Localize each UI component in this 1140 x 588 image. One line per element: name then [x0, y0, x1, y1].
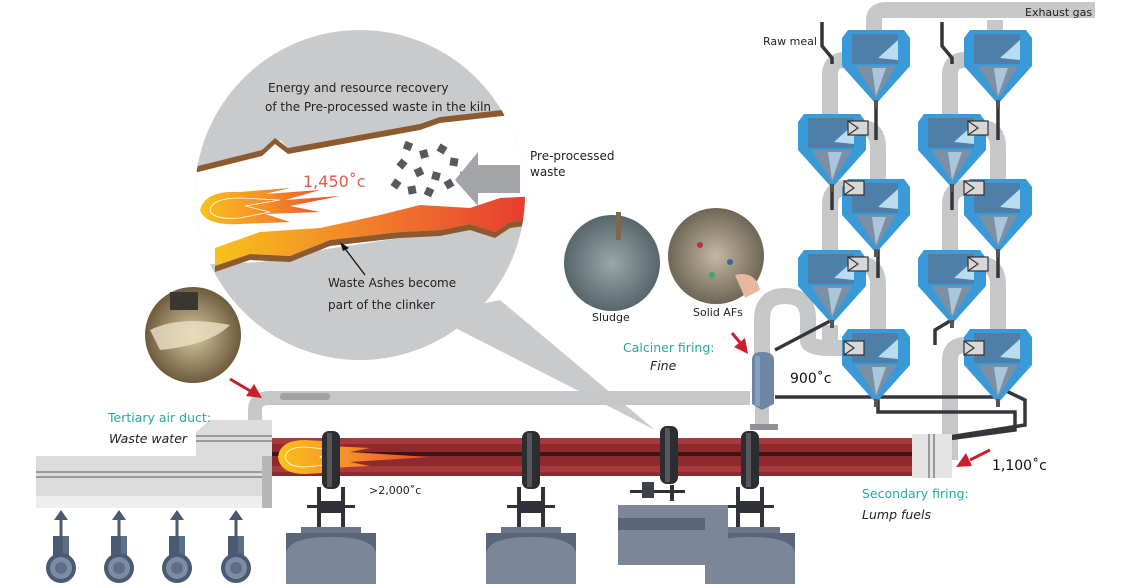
- kiln-supports: [286, 426, 795, 588]
- kiln-inlet-chamber: [912, 434, 952, 478]
- kiln-lining-bottom: [215, 218, 525, 272]
- calciner-firing-fuel: Fine: [650, 358, 677, 373]
- fan-icon: [46, 510, 76, 583]
- pre-processed-label-line2: waste: [530, 165, 566, 179]
- cyclone-stack-right: [918, 30, 1032, 407]
- annotation-arrow-icon: [340, 242, 349, 251]
- calciner-temperature: 900˚c: [790, 371, 832, 387]
- burner-lance: [280, 393, 330, 400]
- photo-label-solid-afs: Solid AFs: [693, 306, 743, 319]
- fan-icon: [104, 510, 134, 583]
- kiln-temperature-1450: 1,450˚c: [303, 172, 366, 191]
- arrow-calciner-icon: [730, 332, 748, 354]
- bubble-heading-line1: Energy and resource recovery: [268, 81, 449, 95]
- pre-processed-label-line1: Pre-processed: [530, 149, 615, 163]
- photo-sludge: [564, 212, 660, 311]
- tertiary-air-duct-title: Tertiary air duct:: [108, 410, 211, 425]
- preheater-ducts: [754, 2, 1095, 460]
- arrow-secondary-firing-icon: [956, 448, 991, 467]
- burner-temperature: >2,000˚c: [369, 484, 422, 497]
- arrow-waste-water-icon: [229, 377, 262, 398]
- exhaust-gas-label: Exhaust gas: [1025, 6, 1093, 19]
- ashes-label-line2: part of the clinker: [328, 298, 436, 312]
- tertiary-air-duct-pipe: [248, 391, 769, 430]
- cooler-fans: [46, 510, 251, 583]
- photo-label-sludge: Sludge: [592, 311, 630, 324]
- clinker-bed: [215, 196, 525, 266]
- secondary-firing-fuel: Lump fuels: [862, 507, 931, 522]
- calciner-vessel: [750, 352, 778, 430]
- clinker-cooler: [36, 420, 272, 508]
- kiln-inlet-temperature: 1,100˚c: [992, 458, 1047, 474]
- flame-icon: [200, 188, 340, 225]
- tertiary-air-duct-fuel: Waste water: [109, 431, 188, 446]
- raw-meal-label: Raw meal: [763, 35, 817, 48]
- calciner-firing-title: Calciner firing:: [623, 340, 715, 355]
- fan-icon: [221, 510, 251, 583]
- feed-arrows: [229, 332, 991, 467]
- waste-particles: [390, 140, 469, 198]
- photo-solid-afs: [668, 208, 764, 304]
- photo-waste-water: [145, 287, 241, 383]
- feed-arrow-icon: [455, 152, 520, 206]
- secondary-firing-title: Secondary firing:: [862, 486, 969, 501]
- fan-icon: [162, 510, 192, 583]
- rotary-kiln: [272, 438, 912, 476]
- ashes-label-line1: Waste Ashes become: [328, 276, 457, 290]
- bubble-heading-line2: of the Pre-processed waste in the kiln: [265, 100, 492, 114]
- zoom-bubble: [195, 30, 655, 430]
